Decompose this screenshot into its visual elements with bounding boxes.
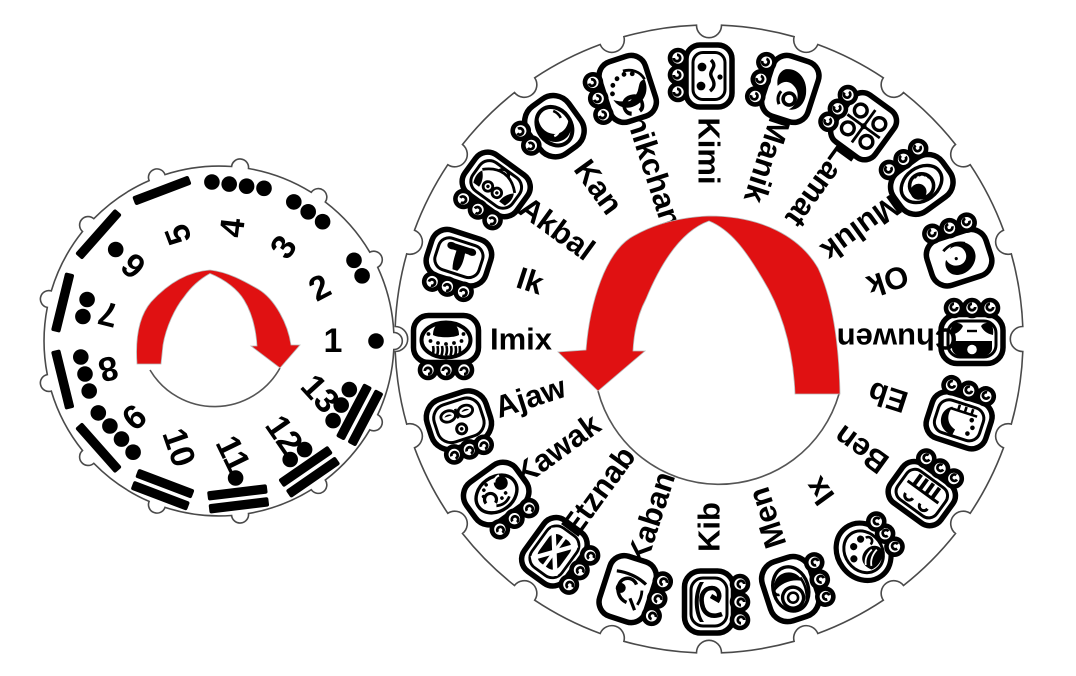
svg-text:Chuwen: Chuwen — [837, 322, 958, 357]
svg-text:1: 1 — [324, 322, 343, 360]
svg-text:4: 4 — [213, 216, 253, 239]
svg-text:Kimi: Kimi — [692, 117, 727, 184]
svg-text:Imix: Imix — [490, 322, 553, 357]
svg-text:Kib: Kib — [692, 502, 727, 552]
